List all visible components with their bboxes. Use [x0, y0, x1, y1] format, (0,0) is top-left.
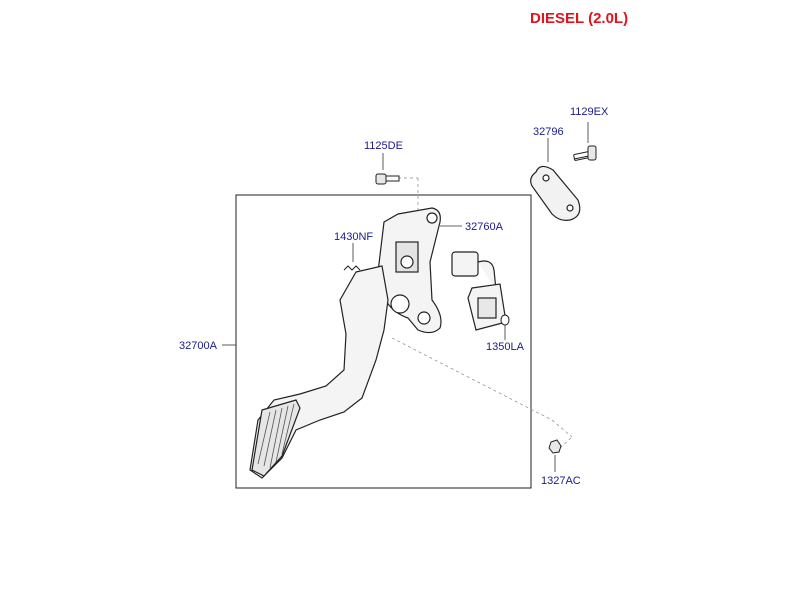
- part-label-32700a[interactable]: 32700A: [179, 340, 217, 352]
- bolt-1129ex: [573, 145, 597, 161]
- part-label-32796[interactable]: 32796: [533, 126, 564, 138]
- bolt-1125de: [375, 173, 400, 185]
- clip-1430nf: [343, 265, 361, 271]
- part-label-1129ex[interactable]: 1129EX: [570, 106, 609, 118]
- part-label-32760a[interactable]: 32760A: [465, 221, 503, 233]
- plate-32796: [530, 165, 581, 221]
- part-label-1350la[interactable]: 1350LA: [486, 341, 524, 353]
- washer-1350la: [500, 314, 510, 326]
- leader-lines: [222, 122, 589, 472]
- bracket-32760a: [377, 207, 442, 334]
- part-label-1125de[interactable]: 1125DE: [364, 140, 403, 152]
- nut-1327ac: [548, 439, 562, 454]
- assembly-frame: [235, 194, 532, 489]
- sensor-connector: [451, 251, 507, 331]
- dashed-guides: [391, 177, 573, 449]
- part-label-1430nf[interactable]: 1430NF: [334, 231, 374, 243]
- diagram-title: DIESEL (2.0L): [530, 10, 629, 27]
- part-label-1327ac[interactable]: 1327AC: [541, 475, 581, 487]
- pedal-arm-32700a: [249, 265, 389, 479]
